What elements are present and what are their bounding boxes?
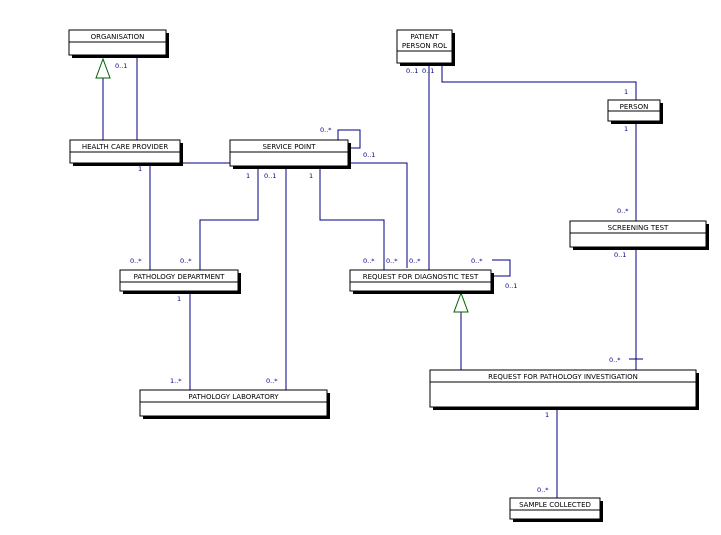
generalization-arrow-organisation <box>95 57 111 79</box>
class-name-line1: PATIENT <box>410 33 439 41</box>
class-sample-collected[interactable]: SAMPLE COLLECTED <box>509 497 603 522</box>
mult-rdt-self-b: 0..1 <box>505 282 517 290</box>
mult-rdt-2: 0..* <box>386 257 398 265</box>
mult-sp-self-b: 0..1 <box>363 151 375 159</box>
mult-pl-left: 1..* <box>170 377 182 385</box>
class-name: ORGANISATION <box>91 33 145 41</box>
mult-sp-self-a: 0..* <box>320 126 332 134</box>
class-pathology-laboratory[interactable]: PATHOLOGY LABORATORY <box>139 389 330 419</box>
multiplicity-labels: 0..1 0..1 0..1 1 1 0..* 0..1 1 1 0..1 1 … <box>115 62 629 494</box>
class-request-for-diagnostic-test[interactable]: REQUEST FOR DIAGNOSTIC TEST <box>349 269 494 294</box>
class-name: HEALTH CARE PROVIDER <box>82 143 169 151</box>
mult-pd-left: 0..* <box>130 257 142 265</box>
class-name: SERVICE POINT <box>262 143 316 151</box>
class-health-care-provider[interactable]: HEALTH CARE PROVIDER <box>69 139 183 166</box>
association-lines <box>102 57 643 498</box>
assoc-sp-pathology-department <box>199 167 259 270</box>
generalization-arrow-request-diagnostic-test <box>453 291 469 313</box>
mult-pd-right: 0..* <box>180 257 192 265</box>
mult-sample-top: 0..* <box>537 486 549 494</box>
class-name: REQUEST FOR PATHOLOGY INVESTIGATION <box>488 373 638 381</box>
mult-sp-b3: 1 <box>309 172 313 180</box>
class-name: SAMPLE COLLECTED <box>519 501 591 509</box>
mult-rdt-1: 0..* <box>363 257 375 265</box>
mult-hcp-bottom: 1 <box>138 165 142 173</box>
mult-screening-bottom: 0..1 <box>614 251 626 259</box>
class-service-point[interactable]: SERVICE POINT <box>229 139 351 169</box>
class-name: PERSON <box>620 103 649 111</box>
class-screening-test[interactable]: SCREENING TEST <box>569 220 709 250</box>
mult-pd-bottom: 1 <box>177 295 181 303</box>
mult-rdt-3: 0..* <box>409 257 421 265</box>
mult-rpi-top: 0..* <box>609 356 621 364</box>
assoc-rdt-self <box>492 259 511 277</box>
mult-sp-b2: 0..1 <box>264 172 276 180</box>
class-name: REQUEST FOR DIAGNOSTIC TEST <box>363 273 479 281</box>
mult-rpi-bottom: 1 <box>545 411 549 419</box>
class-person[interactable]: PERSON <box>607 99 663 124</box>
mult-patient-b: 0..1 <box>422 67 434 75</box>
assoc-sp-self <box>337 129 361 149</box>
mult-rdt-self-a: 0..* <box>471 257 483 265</box>
assoc-sp-request-diagnostic-test <box>319 167 385 270</box>
class-name: SCREENING TEST <box>608 224 669 232</box>
assoc-patient-person <box>441 65 637 100</box>
class-request-for-pathology-investigation[interactable]: REQUEST FOR PATHOLOGY INVESTIGATION <box>429 369 699 410</box>
mult-patient-a: 0..1 <box>406 67 418 75</box>
class-organisation[interactable]: ORGANISATION <box>68 29 169 58</box>
class-patient-person-role[interactable]: PATIENT PERSON ROL <box>396 29 455 66</box>
mult-person-top: 1 <box>624 88 628 96</box>
class-name: PATHOLOGY DEPARTMENT <box>134 273 226 281</box>
mult-org-hcp: 0..1 <box>115 62 127 70</box>
mult-person-bottom: 1 <box>624 125 628 133</box>
mult-screening-top: 0..* <box>617 207 629 215</box>
mult-pl-right: 0..* <box>266 377 278 385</box>
mult-sp-b1: 1 <box>246 172 250 180</box>
class-name: PATHOLOGY LABORATORY <box>188 393 279 401</box>
class-pathology-department[interactable]: PATHOLOGY DEPARTMENT <box>119 269 241 294</box>
class-name-line2: PERSON ROL <box>402 42 447 50</box>
